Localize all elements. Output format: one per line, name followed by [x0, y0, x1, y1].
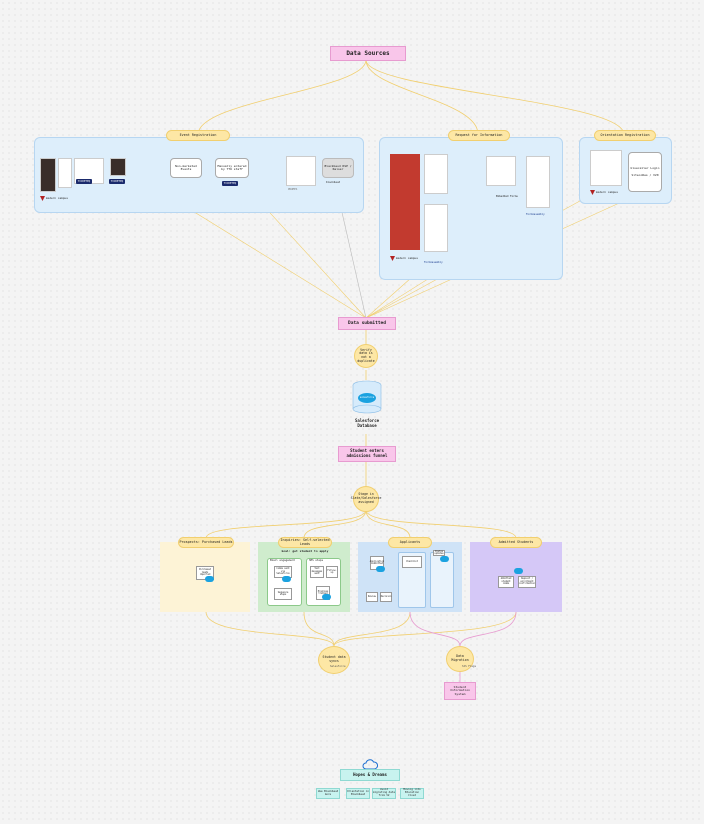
- applicant-card: Decision: [380, 592, 392, 602]
- ticketeq-logo: TICKETEQ: [222, 181, 238, 186]
- connector-line: [365, 59, 479, 135]
- salesforce-cloud-icon: [376, 566, 385, 572]
- rfi-screenshot: [390, 154, 420, 250]
- ticketeq-logo: TICKETEQ: [76, 179, 92, 184]
- connector-line: [197, 59, 367, 135]
- inquiry-card: Sequence steps: [274, 588, 292, 600]
- inquiry-group-left-label: Email engagement: [270, 559, 295, 562]
- hopes-dreams-box: Hopes & Dreams: [340, 769, 400, 781]
- hopes-item: Orientation in Blackbaud: [346, 788, 370, 799]
- admissions-funnel-box: Student enters admissions funnel: [338, 446, 396, 462]
- connector-line: [365, 509, 517, 539]
- admitted-pill: Admitted Students: [490, 537, 542, 548]
- inquiry-card: Text messages sent: [310, 566, 324, 578]
- connector-line: [333, 611, 517, 647]
- funnel-line-2: admissions funnel: [346, 453, 388, 458]
- ticketeq-logo: TICKETEQ: [109, 179, 125, 184]
- blackbaud-logo: blackbaud: [326, 181, 341, 184]
- prospects-pill: Prospects: Purchased Leads: [178, 537, 234, 548]
- hopes-item: Use Blackbaud more: [316, 788, 340, 799]
- verify-duplicate-node: Verify data is not a duplicate: [354, 344, 378, 368]
- cloud-icon: [362, 756, 378, 770]
- admitted-card: Admitted student comms: [498, 576, 514, 588]
- database-label-line: Database: [357, 423, 377, 429]
- orientation-screenshot: [590, 150, 622, 186]
- salesforce-label-line: Salesforce: [354, 418, 380, 423]
- salesforce-cloud-icon: [205, 576, 214, 582]
- data-submitted-box: Data submitted: [338, 317, 396, 330]
- connector-line: [459, 611, 517, 647]
- embedded-forms-label: Embedded Forms: [496, 195, 518, 198]
- formassembly-logo: FormAssembly: [526, 213, 545, 216]
- inquiries-goal: Goal: get student to apply: [281, 549, 329, 553]
- salesforce-cloud-icon: [440, 556, 449, 562]
- rfi-screenshot: [486, 156, 516, 186]
- modern-campus-logo: modern campus: [590, 190, 618, 195]
- blackbaud-note: Blackbaud RSP / Raiser: [322, 158, 354, 178]
- salesforce-logo: salesforce: [359, 396, 375, 399]
- event-screenshot: [40, 158, 56, 192]
- connector-line: [303, 509, 367, 539]
- applicant-card: Checklist: [402, 556, 422, 568]
- hopes-item: Moving into Education Cloud: [400, 788, 424, 799]
- manually-entered-note: Manually entered by TTU staff: [215, 158, 249, 178]
- modern-campus-logo: modern campus: [40, 196, 68, 201]
- admitted-card: Deposit / enrollment confirmation: [518, 576, 536, 588]
- salesforce-cloud-icon: [514, 568, 523, 574]
- event-screenshot: [58, 158, 72, 188]
- request-info-pill: Request for Information: [448, 130, 510, 141]
- blackbaud-screenshot: [286, 156, 316, 186]
- connector-line: [303, 611, 335, 647]
- data-migration-tag: SIS Flags: [462, 665, 477, 668]
- inquiry-group-right-label: SMS steps: [309, 559, 324, 562]
- bluecaller-vizio-card: bluecaller Login SitecoRes / V20: [628, 152, 662, 192]
- bluecaller-logo: bluecaller Login: [630, 165, 660, 170]
- inquiries-pill: Inquiries: Self-selected Leads: [278, 537, 332, 548]
- sis-box: Student Information System: [444, 682, 476, 700]
- rfi-screenshot: [526, 156, 550, 208]
- salesforce-cloud-icon: [322, 594, 331, 600]
- formassembly-logo: FormAssembly: [424, 261, 443, 264]
- applicant-card: Review: [366, 592, 378, 602]
- inquiry-card: Follow-up: [326, 566, 338, 578]
- salesforce-cloud-icon: [282, 576, 291, 582]
- hopes-item: Avoid migrating data from V2: [372, 788, 396, 799]
- vizio-logo: SitecoRes / V20: [631, 173, 659, 177]
- event-screenshot: [110, 158, 126, 176]
- connector-line: [409, 611, 461, 647]
- orientation-pill: Orientation Registration: [594, 130, 656, 141]
- connector-line: [365, 59, 625, 135]
- student-data-sync-node: Student data syncs: [318, 646, 350, 674]
- rfi-screenshot: [424, 154, 448, 194]
- blackbaud-screenshot-caption: PRUMES: [288, 188, 298, 191]
- data-migration-node: Data Migration: [446, 646, 474, 672]
- funnel-line-1: Student enters: [350, 448, 384, 454]
- student-data-tag: Salesforce: [330, 665, 346, 668]
- connector-line: [365, 509, 411, 539]
- salesforce-database-label: Salesforce Database: [340, 418, 394, 428]
- event-registration-pill: Event Registration: [166, 130, 230, 141]
- applicants-pill: Applicants: [388, 537, 432, 548]
- applicant-card: Status updates: [433, 549, 445, 556]
- non-marketed-events-note: Non-marketed Events: [170, 158, 202, 178]
- connector-line: [205, 611, 335, 647]
- rfi-screenshot: [424, 204, 448, 252]
- data-sources-title: Data Sources: [330, 46, 406, 61]
- stage-assigned-node: Stage in Slate/Salesforce assigned: [351, 486, 381, 512]
- modern-campus-logo: modern campus: [390, 256, 418, 261]
- salesforce-database-icon: [352, 380, 382, 414]
- connector-line: [333, 611, 411, 647]
- admitted-lane: [470, 542, 562, 612]
- connector-line: [205, 509, 367, 539]
